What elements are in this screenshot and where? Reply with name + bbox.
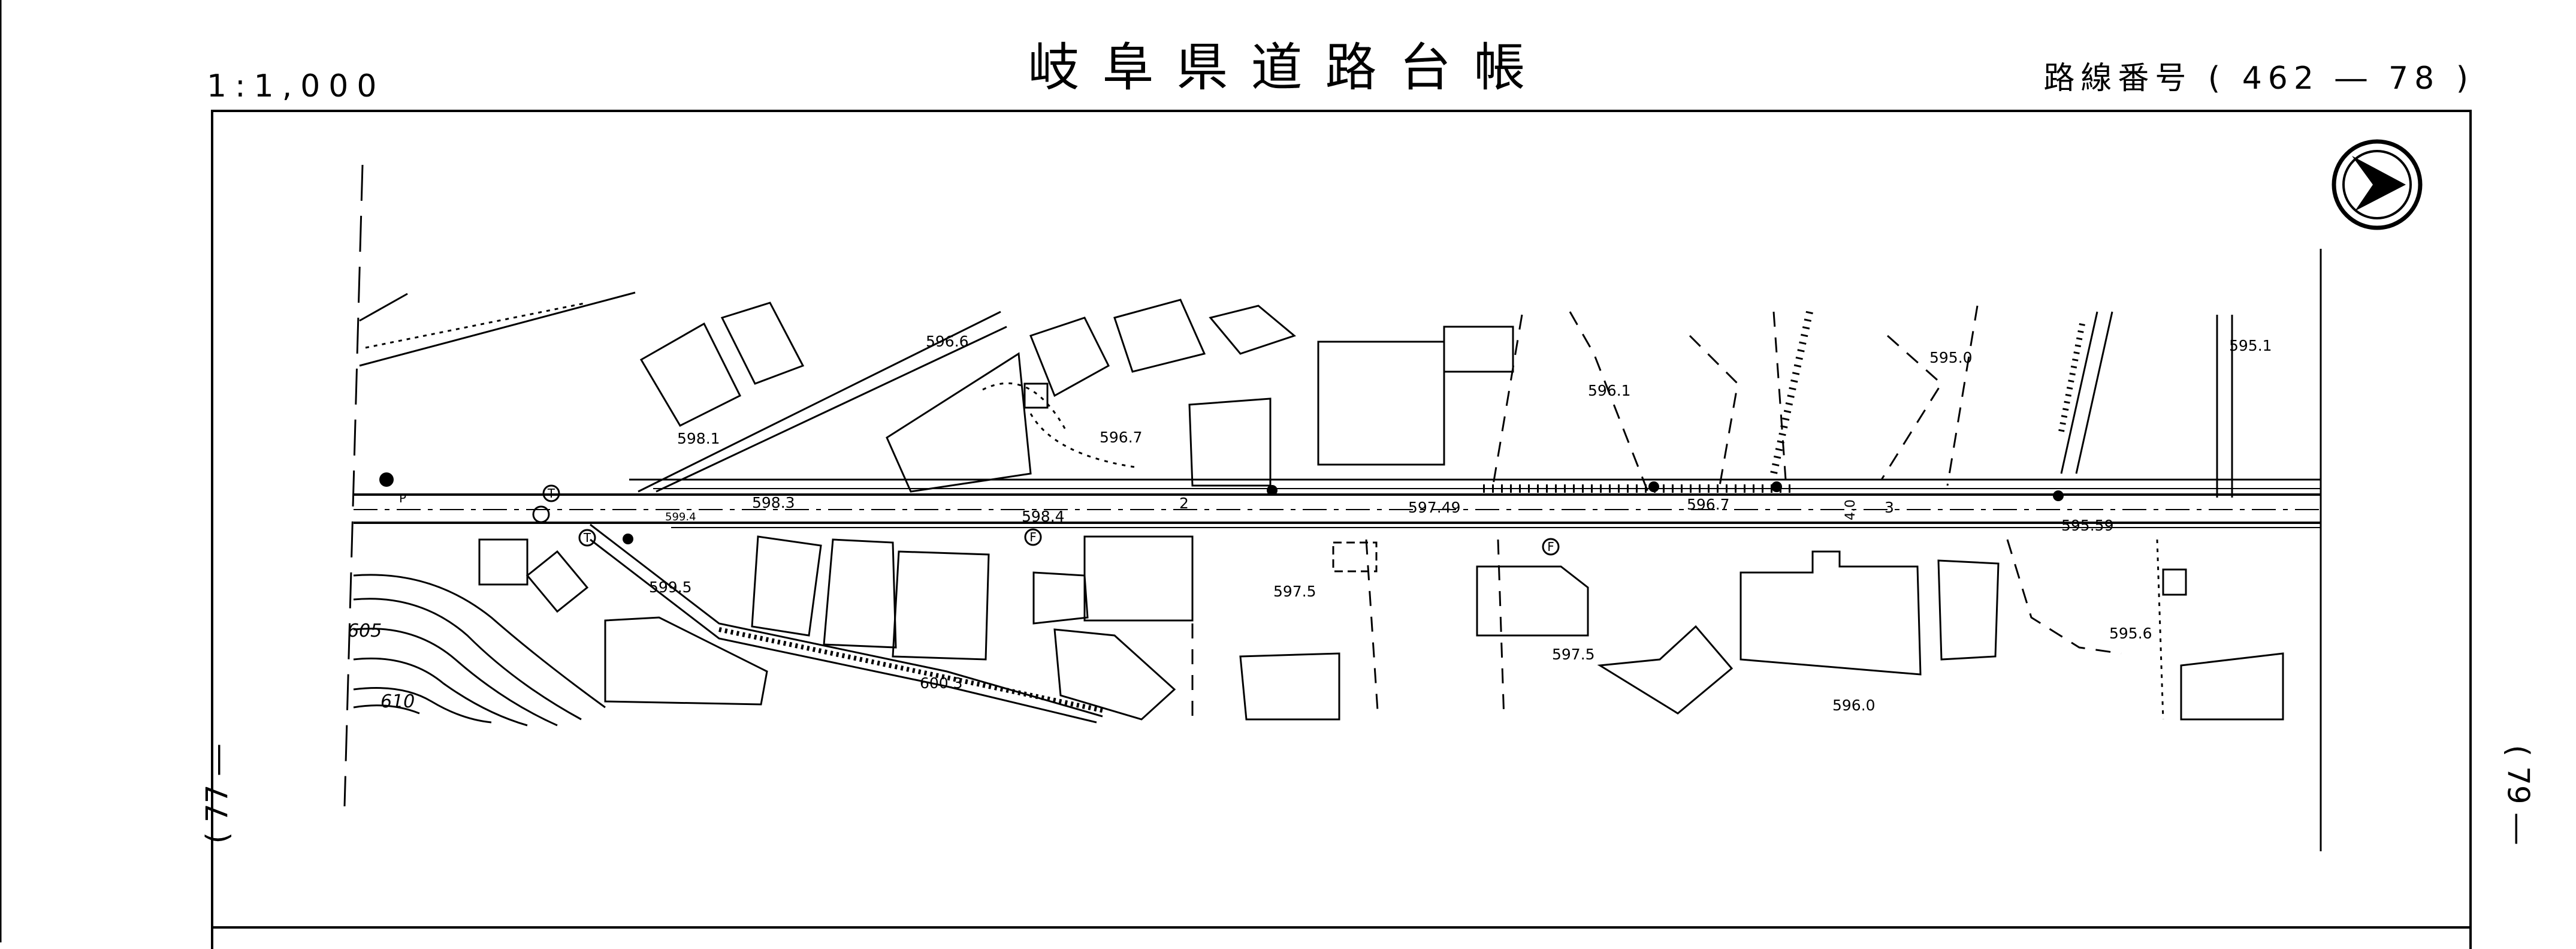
route-value: ( 462 ― 78 ) (2207, 61, 2474, 97)
map-scale: 1:1,000 (207, 68, 385, 104)
frame-bottom-line (211, 926, 2472, 929)
elev-4: 596.1 (1588, 382, 1631, 399)
elev-1: 596.6 (926, 333, 969, 350)
road-width: 4.0 (1843, 499, 1858, 520)
route-label: 路線番号 (2043, 61, 2193, 97)
symbol-p: P (399, 491, 406, 505)
symbol-t1: T (547, 486, 555, 501)
contour-610: 610 (380, 691, 415, 712)
north-arrow-icon (2332, 139, 2423, 230)
contour-605: 605 (348, 620, 382, 641)
elev-15: 597.5 (1552, 646, 1595, 663)
elev-17: 600.3 (920, 674, 963, 692)
elev-5: 595.0 (1929, 349, 1973, 366)
elev-18: 596.0 (1832, 697, 1876, 714)
map-frame (211, 110, 2472, 949)
elev-11: 596.7 (1687, 496, 1730, 513)
symbol-f2: F (1547, 540, 1554, 554)
elev-12: 595.59 (2061, 517, 2113, 534)
elev-9: 598.4 (1022, 508, 1065, 525)
symbol-f1: F (1029, 530, 1037, 544)
station-3: 3 (1885, 499, 1894, 516)
elev-13: 599.5 (649, 579, 692, 596)
sheet-title: 岐阜県道路台帳 (1028, 38, 1548, 98)
elev-16: 595.6 (2109, 625, 2152, 642)
elev-2: 598.1 (677, 430, 720, 447)
elev-14: 597.5 (1273, 583, 1316, 600)
symbol-t2: T (583, 531, 591, 545)
elev-7: 598.3 (752, 494, 795, 511)
station-2: 2 (1179, 495, 1189, 512)
elev-3: 596.7 (1100, 429, 1143, 446)
route-number: 路線番号 ( 462 ― 78 ) (2043, 63, 2474, 94)
elev-6: 595.1 (2229, 337, 2272, 354)
elev-8: 599.4 (665, 511, 696, 523)
elev-10: 597.49 (1408, 499, 1460, 516)
